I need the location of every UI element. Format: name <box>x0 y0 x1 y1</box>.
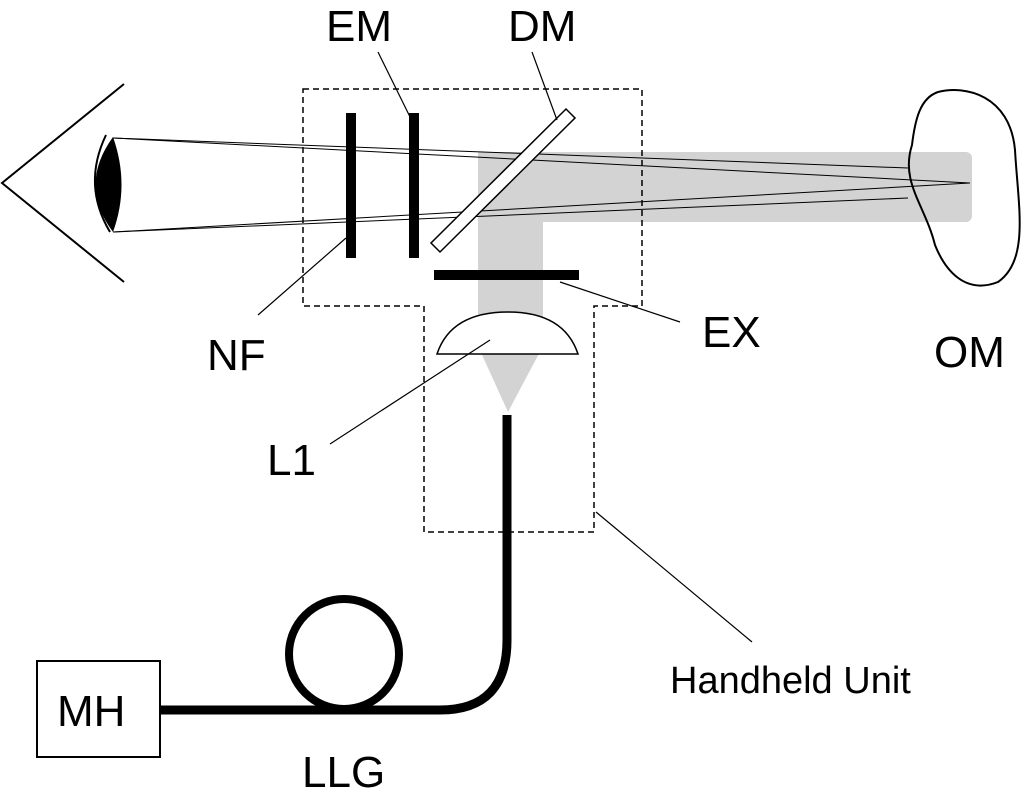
beam-cone <box>478 346 543 412</box>
eye-outline <box>0 83 125 283</box>
label-dm: DM <box>508 2 576 51</box>
eye <box>0 83 125 283</box>
eye-lens <box>95 137 122 232</box>
label-l1: L1 <box>267 436 316 485</box>
handheld-unit-outline <box>302 88 643 533</box>
label-mh: MH <box>57 687 125 736</box>
lens-l1 <box>435 311 580 355</box>
label-handheld-unit: Handheld Unit <box>670 660 911 702</box>
label-om: OM <box>934 328 1005 377</box>
label-nf: NF <box>207 331 266 380</box>
label-llg: LLG <box>302 748 385 797</box>
ex-filter <box>434 270 579 280</box>
label-em: EM <box>326 2 392 51</box>
label-ex: EX <box>702 308 761 357</box>
rays <box>112 137 971 233</box>
light-beams <box>478 152 972 412</box>
eye-cornea <box>93 134 111 233</box>
nf-filter <box>346 113 356 258</box>
mh-box <box>36 660 161 758</box>
object-om <box>907 89 1021 287</box>
dichroic-mirror <box>429 107 577 254</box>
leader-lines <box>257 51 753 643</box>
em-filter <box>409 113 419 258</box>
light-guide <box>160 415 512 715</box>
